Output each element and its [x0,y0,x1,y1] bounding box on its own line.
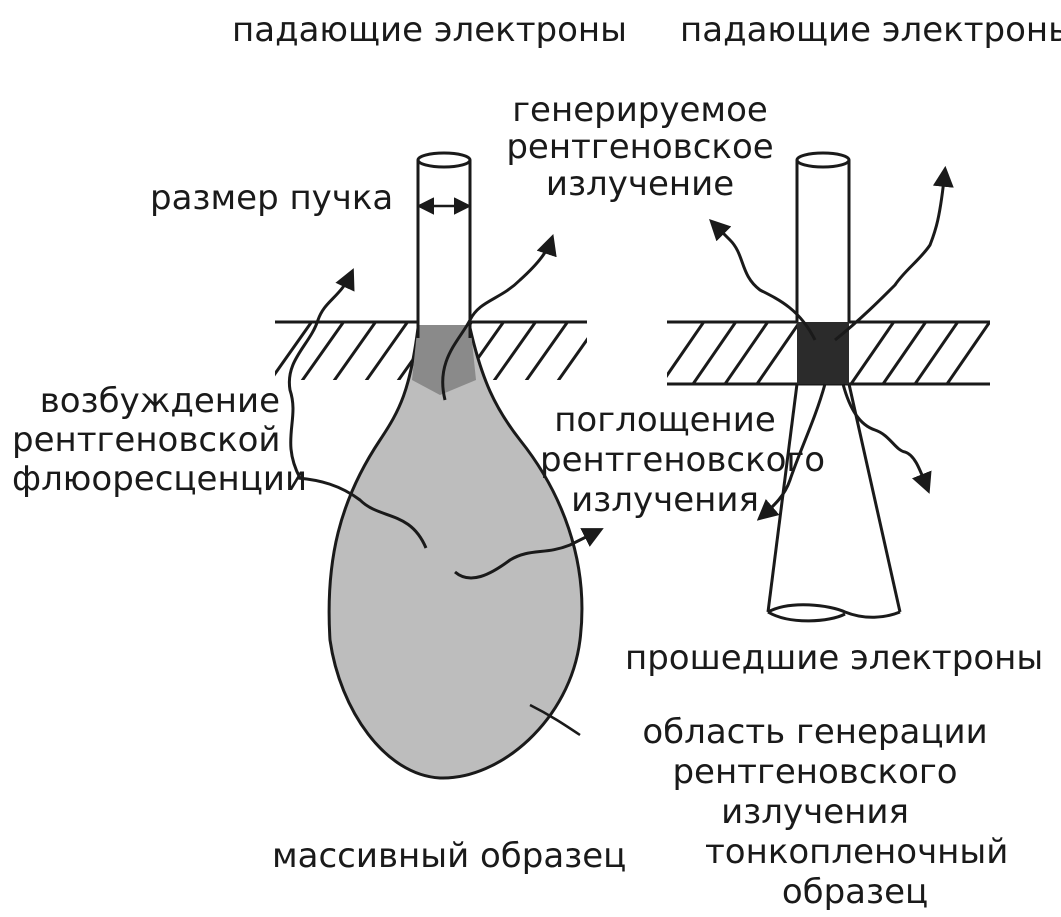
incident-electrons-left-label: падающие электроны [232,12,627,48]
bulk-sample-label: массивный образец [272,838,626,874]
incident-beam-right [797,153,849,322]
generation-region-label: область генерации рентгеновского излучен… [585,712,1045,832]
beam-size-label: размер пучка [150,180,393,216]
incident-beam-left [418,153,470,338]
absorption-label: поглощение рентгеновского излучения [540,400,790,520]
incident-electrons-right-label: падающие электроны [680,12,1061,48]
generated-xray-label: генерируемое рентгеновское излучение [505,92,775,203]
transmitted-electrons-label: прошедшие электроны [625,640,1043,676]
generation-region-teardrop [329,328,582,778]
thin-film-sample-label: тонкопленочный образец [705,832,1005,912]
fluorescence-label: возбуждение рентгеновской флюоресценции [12,382,280,499]
thin-film-generation-region [797,322,849,384]
